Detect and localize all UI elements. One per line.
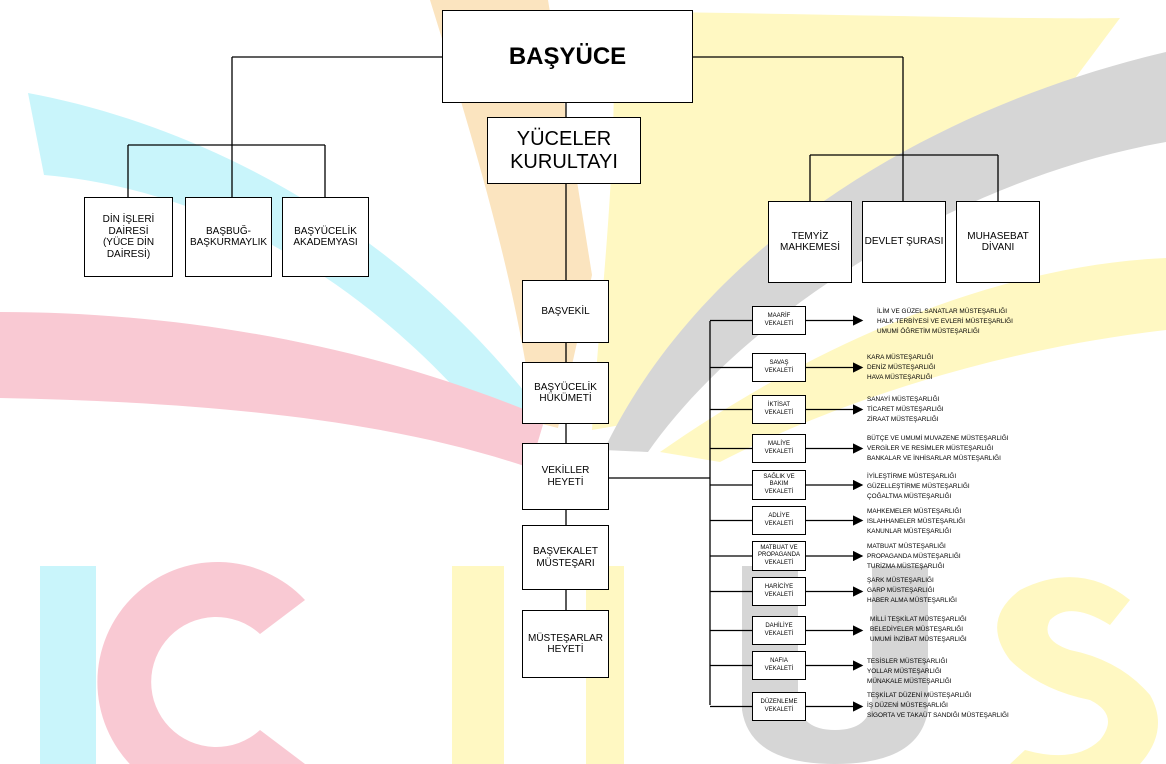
ministry-box-dahiliye: DAHİLİYE VEKALETİ	[752, 616, 806, 645]
ministry-box-saglik: SAĞLIK VE BAKIM VEKALETİ	[752, 470, 806, 500]
basvekil-box: BAŞVEKİL	[522, 280, 609, 343]
center-label: MÜSTEŞARLAR HEYETİ	[527, 632, 603, 656]
yellow-arc	[592, 12, 1120, 430]
ministry-name: MALİYE VEKALETİ	[764, 441, 794, 455]
basvekalet-mustesari-box: BAŞVEKALET MÜSTEŞARI	[522, 525, 609, 590]
right-unit-temyiz: TEMYİZ MAHKEMESİ	[768, 201, 852, 283]
ministry-units-adliye: MAHKEMELER MÜSTEŞARLIĞI ISLAHHANELER MÜS…	[867, 508, 966, 535]
left-unit-label: BAŞYÜCELİK AKADEMYASI	[293, 225, 358, 249]
ministry-name: SAĞLIK VE BAKIM VEKALETİ	[763, 474, 795, 495]
ministry-lines	[710, 315, 864, 712]
right-unit-label: MUHASEBAT DİVANI	[967, 230, 1029, 254]
watermark-letter-i	[40, 566, 96, 764]
ministry-units-duzenleme: TEŞKİLAT DÜZENİ MÜSTEŞARLIĞI İŞ DÜZENİ M…	[867, 692, 1009, 719]
ministry-name: İKTİSAT VEKALETİ	[764, 402, 794, 416]
watermark-letter-s	[997, 577, 1158, 764]
ministry-name: MATBUAT VE PROPAGANDA VEKALETİ	[758, 545, 800, 566]
center-label: BAŞYÜCELİK HÜKÜMETİ	[534, 381, 597, 405]
gray-arc	[604, 52, 1166, 452]
watermark-letter-h-left	[452, 566, 504, 764]
ministry-box-duzenleme: DÜZENLEME VEKALETİ	[752, 692, 806, 721]
kurultay-label: YÜCELER KURULTAYI	[510, 127, 618, 173]
cyan-arc	[28, 93, 545, 440]
left-unit-label: DİN İŞLERİ DAİRESİ (YÜCE DİN DAİRESİ)	[102, 214, 155, 260]
right-unit-label: TEMYİZ MAHKEMESİ	[779, 230, 840, 254]
right-unit-devlet-surasi: DEVLET ŞURASI	[862, 201, 946, 283]
watermark-letter-c	[97, 562, 305, 764]
ministry-units-savas: KARA MÜSTEŞARLIĞI DENİZ MÜSTEŞARLIĞI HAV…	[867, 354, 936, 381]
left-unit-label: BAŞBUĞ- BAŞKURMAYLIK	[189, 225, 268, 249]
ministry-name: SAVAŞ VEKALETİ	[764, 360, 794, 374]
basyuce-title: BAŞYÜCE	[508, 42, 627, 70]
center-label: BAŞVEKİL	[541, 305, 590, 317]
basyucelik-hukumeti-box: BAŞYÜCELİK HÜKÜMETİ	[522, 362, 609, 424]
ministry-units-iktisat: SANAYİ MÜSTEŞARLIĞI TİCARET MÜSTEŞARLIĞI…	[867, 396, 944, 423]
ministry-name: HARİCİYE VEKALETİ	[764, 584, 794, 598]
ministry-units-dahiliye: MİLLİ TEŞKİLAT MÜSTEŞARLIĞI BELEDİYELER …	[870, 616, 967, 643]
ministry-box-savas: SAVAŞ VEKALETİ	[752, 353, 806, 382]
left-unit-akademya: BAŞYÜCELİK AKADEMYASI	[282, 197, 369, 277]
right-unit-muhasebat: MUHASEBAT DİVANI	[956, 201, 1040, 283]
ministry-name: ADLİYE VEKALETİ	[764, 513, 794, 527]
left-unit-basbug: BAŞBUĞ- BAŞKURMAYLIK	[185, 197, 272, 277]
ministry-units-maliye: BÜTÇE VE UMUMİ MUVAZENE MÜSTEŞARLIĞI VER…	[867, 435, 1009, 462]
ministry-name: DÜZENLEME VEKALETİ	[760, 699, 798, 713]
ministry-name: MAARİF VEKALETİ	[764, 313, 794, 327]
ministry-units-matbuat: MATBUAT MÜSTEŞARLIĞI PROPAGANDA MÜSTEŞAR…	[867, 543, 961, 570]
ministry-box-adliye: ADLİYE VEKALETİ	[752, 506, 806, 535]
basyuce-box: BAŞYÜCE	[442, 10, 693, 103]
vekiller-heyeti-box: VEKİLLER HEYETİ	[522, 443, 609, 510]
ministry-name: DAHİLİYE VEKALETİ	[764, 623, 794, 637]
hierarchy-lines	[127, 56, 999, 705]
kurultay-box: YÜCELER KURULTAYI	[487, 117, 641, 184]
left-unit-din: DİN İŞLERİ DAİRESİ (YÜCE DİN DAİRESİ)	[84, 197, 173, 277]
pink-arc	[0, 312, 545, 468]
right-unit-label: DEVLET ŞURASI	[864, 236, 944, 248]
ministry-box-hariciye: HARİCİYE VEKALETİ	[752, 577, 806, 606]
ministry-box-iktisat: İKTİSAT VEKALETİ	[752, 395, 806, 424]
ministry-units-maarif: İLİM VE GÜZEL SANATLAR MÜSTEŞARLIĞI HALK…	[877, 308, 1013, 335]
ministry-units-nafia: TESİSLER MÜSTEŞARLIĞI YOLLAR MÜSTEŞARLIĞ…	[867, 658, 952, 685]
center-label: VEKİLLER HEYETİ	[541, 465, 590, 488]
ministry-units-saglik: İYİLEŞTİRME MÜSTEŞARLIĞI GÜZELLEŞTİRME M…	[867, 473, 970, 500]
ministry-box-maarif: MAARİF VEKALETİ	[752, 306, 806, 335]
ministry-box-maliye: MALİYE VEKALETİ	[752, 434, 806, 463]
ministry-name: NAFIA VEKALETİ	[764, 658, 794, 672]
mustesarlar-heyeti-box: MÜSTEŞARLAR HEYETİ	[522, 610, 609, 678]
ministry-units-hariciye: ŞARK MÜSTEŞARLIĞI GARP MÜSTEŞARLIĞI HABE…	[867, 577, 957, 604]
ministry-box-matbuat: MATBUAT VE PROPAGANDA VEKALETİ	[752, 541, 806, 571]
center-label: BAŞVEKALET MÜSTEŞARI	[532, 546, 599, 569]
ministry-box-nafia: NAFIA VEKALETİ	[752, 651, 806, 680]
